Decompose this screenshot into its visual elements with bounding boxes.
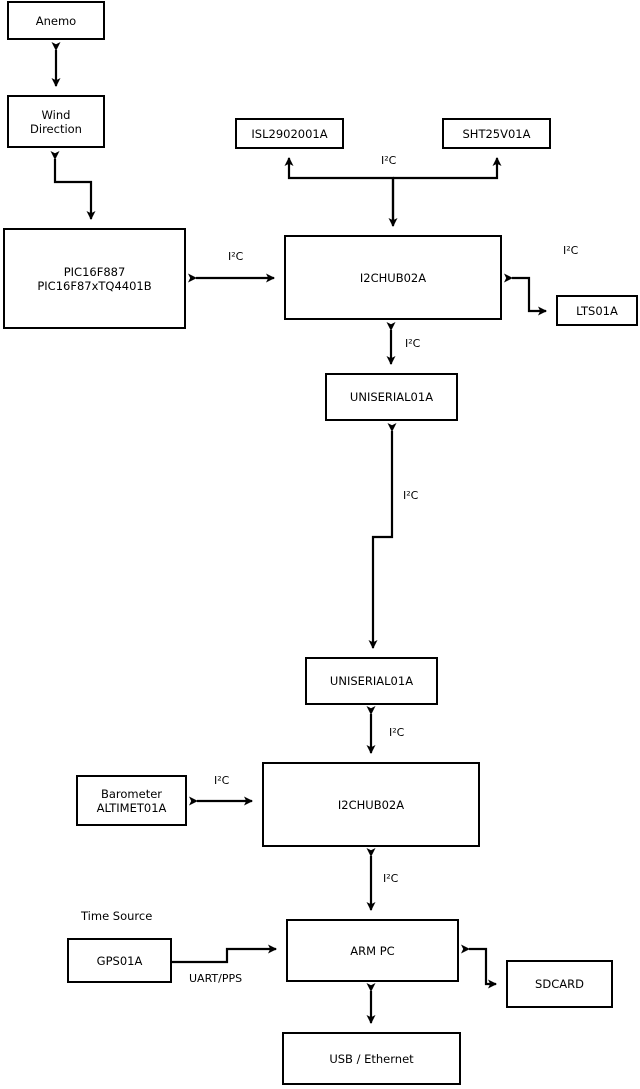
node-label: USB / Ethernet: [329, 1051, 414, 1066]
edge-bus-sht: [393, 157, 502, 180]
node-sht25v01a[interactable]: SHT25V01A: [442, 118, 551, 149]
node-label: ISL2902001A: [251, 126, 328, 141]
node-pic16f887[interactable]: PIC16F887 PIC16F87xTQ4401B: [3, 228, 186, 329]
node-label: Wind Direction: [30, 107, 82, 136]
edge-label-i2c-uniserial-hub2: I²C: [389, 726, 405, 739]
node-label: PIC16F887 PIC16F87xTQ4401B: [37, 264, 152, 293]
node-lts01a[interactable]: LTS01A: [556, 295, 638, 326]
node-label: UNISERIAL01A: [329, 674, 414, 688]
node-anemo[interactable]: Anemo: [7, 1, 105, 40]
node-i2chub02a-bottom[interactable]: I2CHUB02A: [262, 762, 480, 847]
node-label: Barometer ALTIMET01A: [96, 786, 167, 815]
edge-uniserial-link: [368, 423, 397, 649]
label-time-source: Time Source: [81, 909, 153, 923]
edge-label-i2c-hub2-armpc: I²C: [383, 872, 399, 885]
node-uniserial01a-bottom[interactable]: UNISERIAL01A: [305, 657, 438, 705]
node-gps01a[interactable]: GPS01A: [67, 938, 172, 983]
node-label: I2CHUB02A: [359, 270, 427, 285]
node-label: Anemo: [35, 13, 77, 28]
node-uniserial01a-top[interactable]: UNISERIAL01A: [325, 373, 458, 421]
edge-label-i2c-hub-lts: I²C: [563, 244, 579, 257]
node-i2chub02a-top[interactable]: I2CHUB02A: [284, 235, 502, 320]
edge-label-i2c-pic-hub: I²C: [228, 250, 244, 263]
node-label: UNISERIAL01A: [349, 390, 434, 404]
node-barometer-altimet01a[interactable]: Barometer ALTIMET01A: [76, 775, 187, 826]
node-label: ARM PC: [350, 943, 395, 958]
edge-gps-armpc: [172, 944, 277, 964]
edge-armpc-sdcard: [461, 944, 497, 989]
edge-label-i2c-hub-uniserial: I²C: [405, 337, 421, 350]
edge-hubtop-lts: [504, 273, 547, 316]
edge-label-i2c-uniserial-link: I²C: [403, 489, 419, 502]
edge-wind-pic: [50, 151, 96, 220]
node-label: SDCARD: [535, 977, 584, 991]
node-wind-direction[interactable]: Wind Direction: [7, 95, 105, 148]
node-label: I2CHUB02A: [337, 797, 405, 812]
node-arm-pc[interactable]: ARM PC: [286, 919, 459, 982]
node-label: GPS01A: [96, 953, 143, 968]
node-sdcard[interactable]: SDCARD: [506, 960, 613, 1008]
node-label: LTS01A: [576, 303, 618, 318]
node-label: SHT25V01A: [462, 126, 531, 141]
node-usb-ethernet[interactable]: USB / Ethernet: [282, 1032, 461, 1085]
edge-label-i2c-sensor-bus: I²C: [381, 154, 397, 167]
edge-label-uart-pps: UART/PPS: [189, 972, 243, 985]
edge-hubtop-bus: [284, 157, 395, 225]
edge-label-i2c-baro-hub2: I²C: [214, 774, 230, 787]
node-isl2902001a[interactable]: ISL2902001A: [235, 118, 344, 149]
